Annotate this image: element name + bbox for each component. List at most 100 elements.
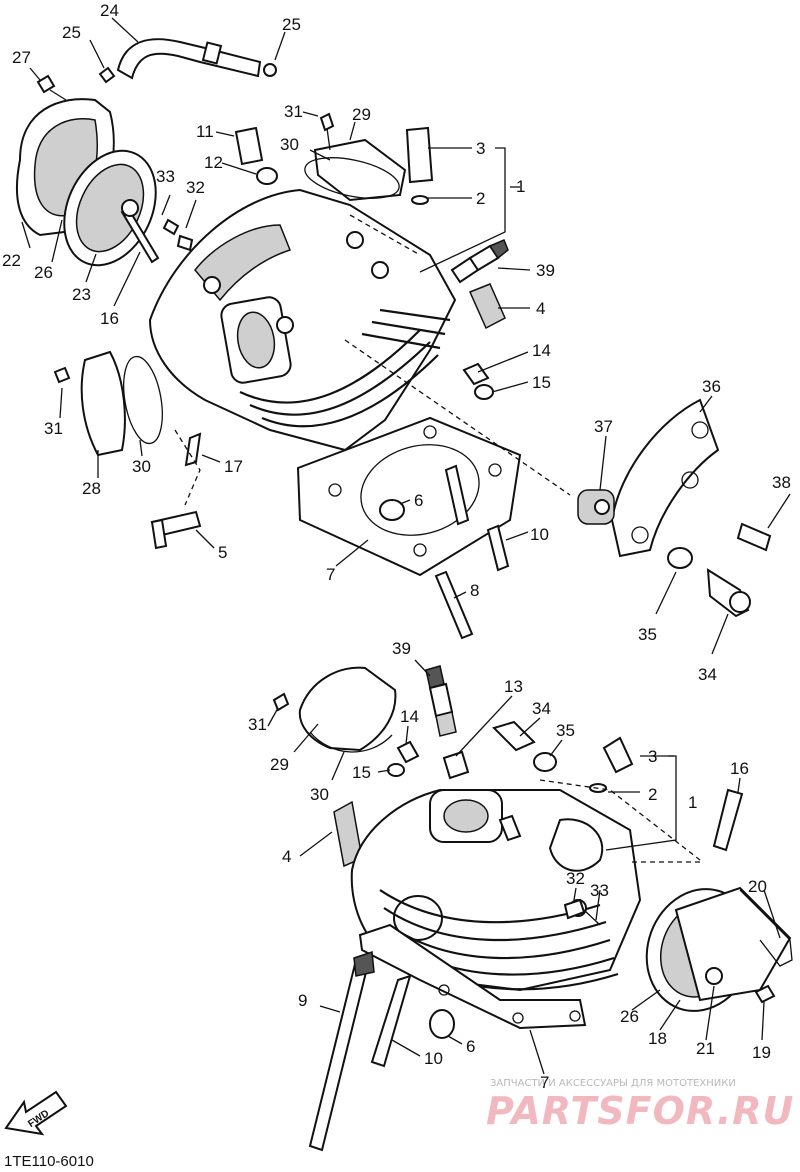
- callout-16: 16: [100, 309, 119, 328]
- callout-33: 33: [590, 881, 609, 900]
- callout-25: 25: [282, 15, 301, 34]
- cylinder-head-lower: [350, 789, 642, 992]
- washer-15-upper: [474, 384, 494, 400]
- part-11-cap: [234, 126, 264, 166]
- callout-10: 10: [530, 525, 549, 544]
- front-direction-arrow: FWD: [4, 1090, 68, 1136]
- callout-19: 19: [752, 1043, 771, 1062]
- callout-6: 6: [414, 491, 423, 510]
- callout-14: 14: [400, 707, 419, 726]
- callout-28: 28: [82, 479, 101, 498]
- callout-30: 30: [280, 135, 299, 154]
- callout-26: 26: [620, 1007, 639, 1026]
- callout-1: 1: [688, 793, 697, 812]
- stud-8-upper: [434, 570, 474, 640]
- breather-hose: [98, 38, 277, 84]
- stud-10-upper: [486, 524, 510, 572]
- callout-27: 27: [12, 48, 31, 67]
- callout-29: 29: [270, 755, 289, 774]
- callout-39: 39: [536, 261, 555, 280]
- valve-cover-upper: [304, 112, 407, 202]
- callout-20: 20: [748, 877, 767, 896]
- callout-2: 2: [476, 189, 485, 208]
- part-12-washer: [256, 167, 278, 185]
- callout-16: 16: [730, 759, 749, 778]
- part-32-33-lower: [563, 898, 601, 926]
- watermark: ЗАПЧАСТИ И АКСЕССУАРЫ ДЛЯ МОТОТЕХНИКИ PA…: [486, 1078, 794, 1133]
- dowel-pipe-5: [150, 510, 202, 550]
- valve-cover-lower: [272, 666, 397, 753]
- watermark-tagline: ЗАПЧАСТИ И АКСЕССУАРЫ ДЛЯ МОТОТЕХНИКИ: [490, 1078, 736, 1089]
- valve-seal-upper: [468, 283, 506, 330]
- callout-32: 32: [186, 178, 205, 197]
- dowel-6-lower: [429, 1009, 455, 1039]
- tappet-cover-left: [53, 350, 163, 457]
- callout-22: 22: [2, 251, 21, 270]
- callout-18: 18: [648, 1029, 667, 1048]
- upper-exploded-assembly: [16, 38, 772, 640]
- stud-16-lower: [712, 788, 744, 852]
- valve-guide-upper: [405, 126, 434, 184]
- lower-exploded-assembly: [272, 665, 793, 1152]
- stud-17: [184, 432, 202, 467]
- callout-34: 34: [532, 699, 551, 718]
- callout-5: 5: [218, 543, 227, 562]
- watermark-logo: PARTSFOR.RU: [486, 1089, 794, 1133]
- callout-35: 35: [638, 625, 657, 644]
- plug-13: [442, 750, 470, 780]
- callout-32: 32: [566, 869, 585, 888]
- side-cover-assembly-upper: [16, 74, 194, 267]
- callout-37: 37: [594, 417, 613, 436]
- cylinder-head-upper: [148, 188, 457, 452]
- callout-11: 11: [196, 122, 214, 141]
- bolt-34-lower: [492, 720, 536, 752]
- spark-plug-lower: [425, 665, 457, 737]
- callout-26: 26: [34, 263, 53, 282]
- callout-29: 29: [352, 105, 371, 124]
- callout-10: 10: [424, 1049, 443, 1068]
- callout-21: 21: [696, 1039, 715, 1058]
- callout-3: 3: [648, 747, 657, 766]
- callout-30: 30: [132, 457, 151, 476]
- callout-15: 15: [532, 373, 551, 392]
- diagram-code: 1TE110-6010: [4, 1153, 94, 1170]
- washer-15-lower: [387, 763, 405, 777]
- callout-leader-lines: [21, 17, 791, 1075]
- head-gasket-lower: [358, 923, 587, 1030]
- callout-14: 14: [532, 341, 551, 360]
- callout-31: 31: [44, 419, 63, 438]
- callout-34: 34: [698, 665, 717, 684]
- callout-17: 17: [224, 457, 243, 476]
- stud-9: [308, 950, 375, 1152]
- engine-mount-bracket: [577, 398, 772, 618]
- circlip-upper: [411, 195, 429, 205]
- callout-23: 23: [72, 285, 91, 304]
- callout-30: 30: [310, 785, 329, 804]
- side-cover-assembly-lower: [645, 886, 793, 1012]
- callout-7: 7: [326, 565, 335, 584]
- dowel-6-upper: [379, 499, 405, 521]
- callout-12: 12: [204, 153, 223, 172]
- callout-39: 39: [392, 639, 411, 658]
- callout-4: 4: [536, 299, 545, 318]
- callout-33: 33: [156, 167, 175, 186]
- callout-25: 25: [62, 23, 81, 42]
- callout-1: 1: [516, 177, 525, 196]
- callout-24: 24: [100, 1, 119, 20]
- callout-31: 31: [284, 102, 303, 121]
- washer-35-lower: [533, 752, 557, 772]
- callout-13: 13: [504, 677, 523, 696]
- callout-31: 31: [248, 715, 267, 734]
- callout-8: 8: [470, 581, 479, 600]
- spark-plug-upper: [450, 239, 509, 284]
- callout-38: 38: [772, 473, 791, 492]
- callout-3: 3: [476, 139, 485, 158]
- callout-35: 35: [556, 721, 575, 740]
- callout-2: 2: [648, 785, 657, 804]
- nut-14-upper: [462, 362, 490, 386]
- callout-6: 6: [466, 1037, 475, 1056]
- valve-guide-lower: [602, 736, 634, 774]
- callout-9: 9: [298, 991, 307, 1010]
- callout-15: 15: [352, 763, 371, 782]
